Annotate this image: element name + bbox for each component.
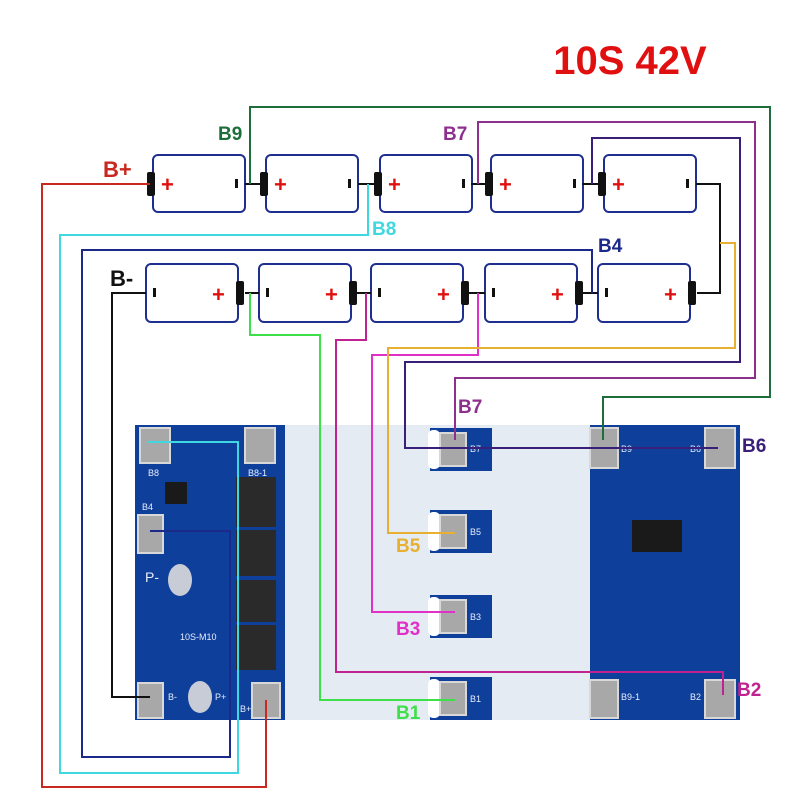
wire-b2 xyxy=(335,293,724,695)
plus-sign: + xyxy=(664,282,677,307)
battery-cell: + xyxy=(145,263,244,323)
silk-b-minus: B- xyxy=(168,692,177,702)
wire-b5 xyxy=(387,242,736,534)
tab-highlight xyxy=(428,430,440,469)
silk-p-plus: P+ xyxy=(215,692,226,702)
minus-sign xyxy=(462,179,465,188)
silk-b3: B3 xyxy=(470,612,481,622)
balance-pad xyxy=(439,681,467,716)
silk-b8-1: B8-1 xyxy=(248,468,267,478)
silk-b-plus: B+ xyxy=(240,704,251,714)
balance-pad xyxy=(439,514,467,549)
minus-sign xyxy=(573,179,576,188)
label-b7-top: B7 xyxy=(443,124,467,145)
battery-cell: + xyxy=(485,154,584,213)
plus-sign: + xyxy=(274,172,287,197)
silk-p-minus: P- xyxy=(145,569,159,585)
label-b3: B3 xyxy=(396,619,420,640)
silk-b4: B4 xyxy=(142,502,153,512)
wire-b7 xyxy=(454,121,756,440)
plus-sign: + xyxy=(325,282,338,307)
minus-sign xyxy=(348,179,351,188)
plus-sign: + xyxy=(388,172,401,197)
positive-terminal xyxy=(374,172,382,196)
balance-pad xyxy=(439,432,467,467)
silk-b8: B8 xyxy=(148,468,159,478)
minus-sign xyxy=(153,288,156,297)
plus-sign: + xyxy=(212,282,225,307)
battery-cell: + xyxy=(260,154,359,213)
silk-b1: B1 xyxy=(470,694,481,704)
positive-terminal xyxy=(236,281,244,305)
minus-sign xyxy=(605,288,608,297)
minus-sign xyxy=(378,288,381,297)
pad-b8-1 xyxy=(244,427,276,464)
balance-wires xyxy=(41,106,771,788)
minus-sign xyxy=(492,288,495,297)
battery-cell: + xyxy=(484,263,583,323)
wire-b4 xyxy=(81,249,593,758)
positive-terminal xyxy=(485,172,493,196)
battery-cell: + xyxy=(598,154,697,213)
wire-b9 xyxy=(249,106,771,440)
wire-b6 xyxy=(404,137,741,449)
silk-b5: B5 xyxy=(470,527,481,537)
positive-terminal xyxy=(598,172,606,196)
battery-cell: + xyxy=(258,263,357,323)
pad-b8 xyxy=(139,427,171,464)
plus-sign: + xyxy=(437,282,450,307)
pad-b4 xyxy=(137,514,164,554)
positive-terminal xyxy=(688,281,696,305)
p-minus-hole xyxy=(168,564,192,596)
minus-sign xyxy=(266,288,269,297)
wire-b1 xyxy=(249,293,455,701)
label-b2: B2 xyxy=(737,680,761,701)
p-plus-hole xyxy=(188,681,212,713)
bms-board: B8 B8-1 B4 P- B- P+ B+ B7 B5 B3 B1 B9 B6… xyxy=(135,425,740,720)
wire-b-minus xyxy=(111,292,150,698)
plus-sign: + xyxy=(499,172,512,197)
minus-sign xyxy=(235,179,238,188)
label-b-plus: B+ xyxy=(103,157,132,182)
label-b4: B4 xyxy=(598,236,623,257)
label-b-minus: B- xyxy=(110,266,133,291)
battery-cells: + + + + + + + + + + xyxy=(145,154,697,323)
wire-b3 xyxy=(371,293,479,613)
silk-b9-1: B9-1 xyxy=(621,692,640,702)
label-b5: B5 xyxy=(396,536,421,557)
plus-sign: + xyxy=(161,172,174,197)
minus-sign xyxy=(686,179,689,188)
mosfet-chip xyxy=(165,482,187,504)
diagram-title: 10S 42V xyxy=(553,39,707,83)
positive-terminal xyxy=(260,172,268,196)
tab-highlight xyxy=(428,597,440,636)
positive-terminal xyxy=(147,172,155,196)
battery-cell: + xyxy=(370,263,469,323)
label-b8: B8 xyxy=(372,219,396,240)
label-b6: B6 xyxy=(742,436,766,457)
silk-model: 10S-M10 xyxy=(180,632,217,642)
battery-cell: + xyxy=(147,154,246,213)
bms-ic-chip xyxy=(632,520,682,552)
wire-b-plus xyxy=(41,183,267,788)
battery-cell: + xyxy=(374,154,473,213)
pad-b-minus xyxy=(137,682,164,719)
battery-cell: + xyxy=(597,263,696,323)
plus-sign: + xyxy=(612,172,625,197)
tab-highlight xyxy=(428,512,440,551)
label-b1: B1 xyxy=(396,703,421,724)
label-b7-board: B7 xyxy=(458,397,482,418)
mosfet-array xyxy=(236,477,276,670)
silk-b2: B2 xyxy=(690,692,701,702)
label-b9: B9 xyxy=(218,124,242,145)
wire-b8 xyxy=(59,184,369,774)
tab-highlight xyxy=(428,679,440,718)
plus-sign: + xyxy=(551,282,564,307)
balance-pad xyxy=(439,599,467,634)
pad-b9-1 xyxy=(589,679,619,719)
pad-b2 xyxy=(704,679,736,719)
